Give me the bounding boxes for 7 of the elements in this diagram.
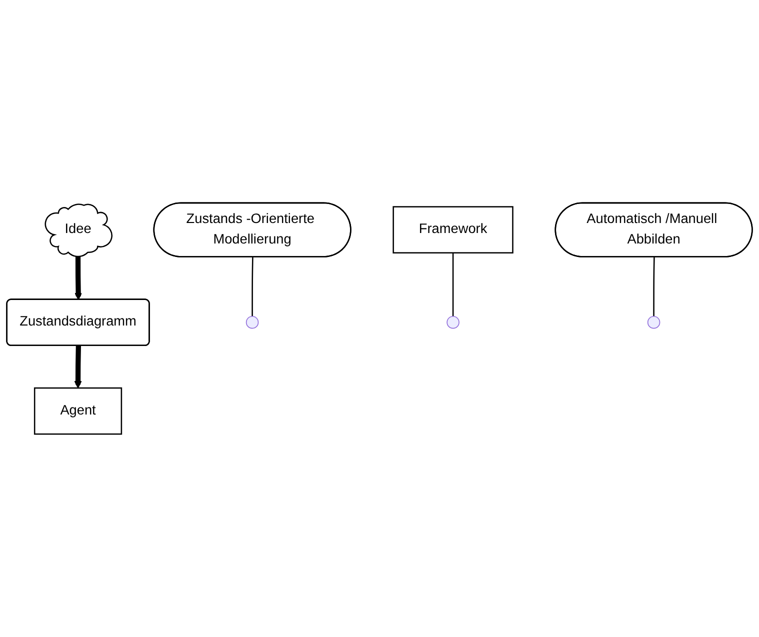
- connector: [452, 252, 454, 316]
- connector: [252, 257, 254, 316]
- arrow: [74, 346, 82, 388]
- node-box: Agent: [34, 387, 122, 435]
- node-box: Framework: [392, 206, 514, 254]
- arrow: [74, 256, 82, 300]
- connector: [653, 257, 655, 316]
